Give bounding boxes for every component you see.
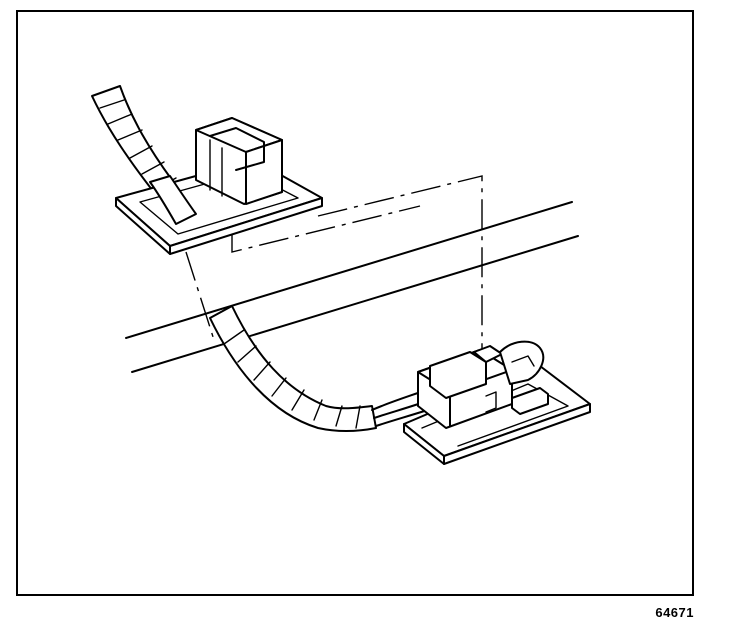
conduit-wrap <box>313 399 323 421</box>
conduit-wrap <box>271 377 287 397</box>
connector-base-front <box>443 403 591 465</box>
leader-line-right <box>317 175 483 350</box>
upper-clip-base-front <box>169 197 323 255</box>
bulb-filament <box>511 355 535 367</box>
panel-edge-lower <box>131 235 579 373</box>
conduit-wrap <box>223 329 245 345</box>
upper-clip-tower-front <box>245 139 283 205</box>
conduit-wrap <box>99 99 125 109</box>
upper-clip <box>115 117 323 255</box>
conduit-wrap <box>107 113 133 125</box>
upper-clip-notch <box>209 127 265 171</box>
bulb <box>499 340 545 385</box>
harness-hidden-path <box>185 251 215 341</box>
figure-number: 64671 <box>655 605 694 620</box>
panel-edge-upper <box>125 201 573 339</box>
conduit-wrap <box>253 361 271 381</box>
conduit-wrap <box>141 161 165 175</box>
conduit-wrap <box>355 405 361 429</box>
harness-lower-conduit <box>209 305 377 432</box>
connector-slot <box>485 391 497 413</box>
conduit-wrap <box>291 389 305 411</box>
lower-connector <box>403 340 591 465</box>
conduit-in-clip <box>149 175 197 225</box>
harness-lower <box>209 305 441 432</box>
conduit-wrap <box>237 345 257 363</box>
panel-edge-lines <box>125 201 579 373</box>
conduit-wrap <box>129 145 153 159</box>
conduit-wrap <box>117 129 143 141</box>
connector-tab <box>429 351 487 399</box>
conduit-wrap <box>335 405 343 427</box>
connector-block <box>511 387 549 415</box>
